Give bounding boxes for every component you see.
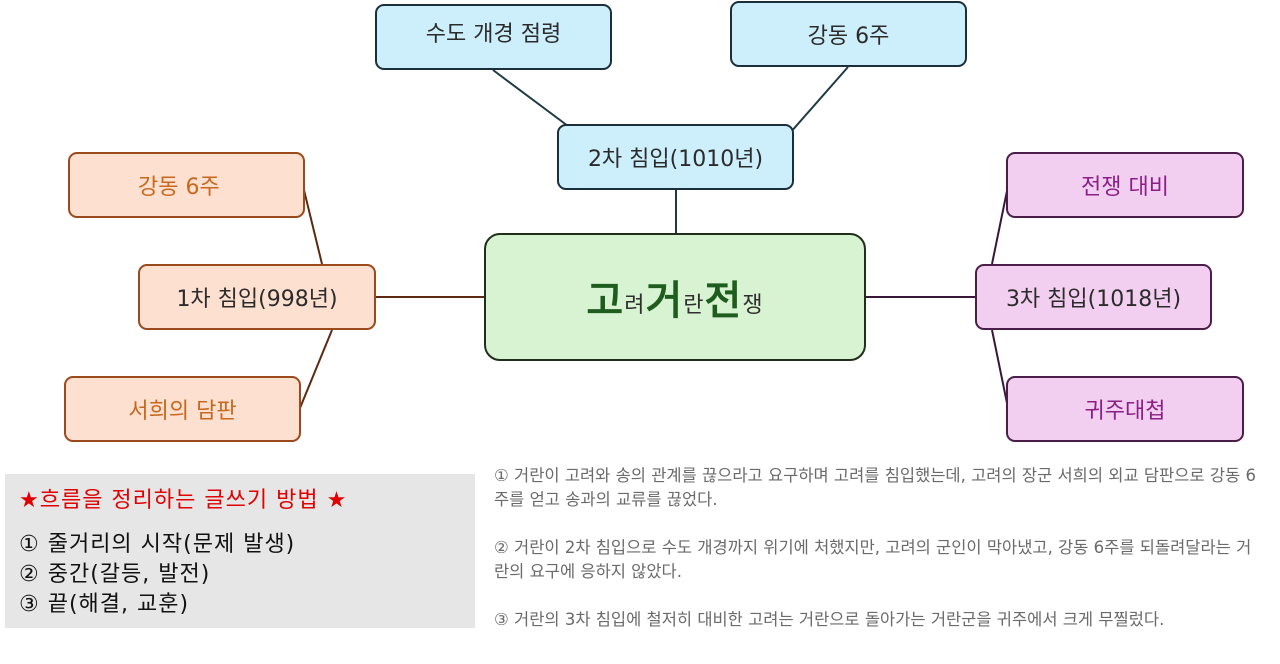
summary-notes: ① 거란이 고려와 송의 관계를 끊으라고 요구하며 고려를 침입했는데, 고려… <box>494 464 1266 656</box>
summary-note-2: ② 거란이 2차 침입으로 수도 개경까지 위기에 처했지만, 고려의 군인이 … <box>494 538 1252 581</box>
invasion1-child-gangdong: 강동 6주 <box>68 152 305 218</box>
center-char-5: 전 <box>704 278 742 324</box>
invasion3-node: 3차 침입(1018년) <box>975 264 1212 330</box>
center-char-1: 고 <box>586 278 624 324</box>
writing-guide-title: ★흐름을 정리하는 글쓰기 방법 ★ <box>19 488 348 513</box>
writing-guide-item-end: ③ 끝(해결, 교훈) <box>19 592 190 617</box>
invasion3-child-gwiju: 귀주대첩 <box>1006 376 1244 442</box>
invasion2-node: 2차 침입(1010년) <box>557 124 794 190</box>
invasion2-child-capital: 수도 개경 점령 <box>375 4 612 70</box>
invasion1-node: 1차 침입(998년) <box>138 264 376 330</box>
center-char-3: 거 <box>645 278 683 324</box>
center-node: 고 려 거 란 전 쟁 <box>484 233 866 361</box>
writing-guide-item-middle: ② 중간(갈등, 발전) <box>19 562 211 587</box>
writing-guide-item-start: ① 줄거리의 시작(문제 발생) <box>19 532 296 557</box>
invasion3-child-preparation: 전쟁 대비 <box>1006 152 1244 218</box>
summary-note-3: ③ 거란의 3차 침입에 철저히 대비한 고려는 거란으로 돌아가는 거란군을 … <box>494 610 1165 629</box>
invasion1-child-seohui: 서희의 담판 <box>64 376 301 442</box>
center-char-6: 쟁 <box>742 293 763 318</box>
center-char-2: 려 <box>624 293 645 318</box>
invasion2-child-gangdong: 강동 6주 <box>730 1 967 67</box>
center-char-4: 란 <box>683 293 704 318</box>
writing-guide-box: ★흐름을 정리하는 글쓰기 방법 ★ ① 줄거리의 시작(문제 발생) ② 중간… <box>5 474 475 628</box>
summary-note-1: ① 거란이 고려와 송의 관계를 끊으라고 요구하며 고려를 침입했는데, 고려… <box>494 466 1256 509</box>
